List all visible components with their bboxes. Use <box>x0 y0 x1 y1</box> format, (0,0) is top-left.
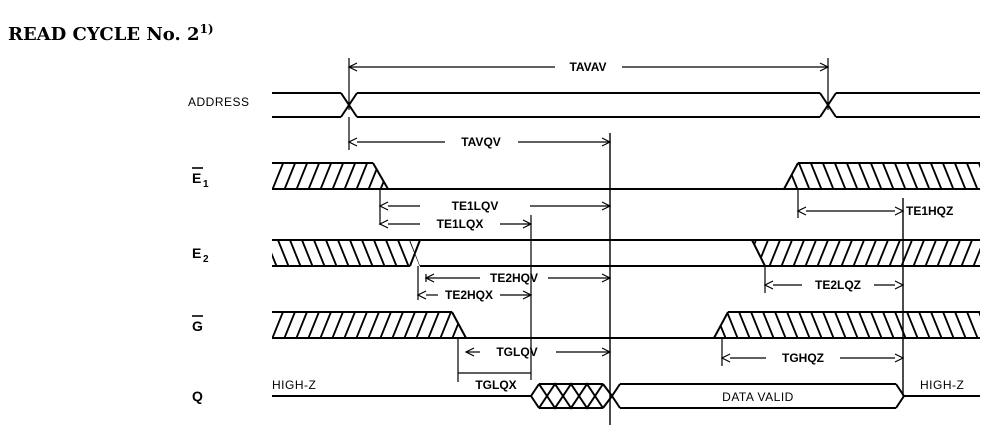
tavqv-dimension <box>347 117 612 150</box>
timing-label-te1lqv: TE1LQV <box>452 199 499 213</box>
timing-label-te1hqz: TE1HQZ <box>906 204 953 218</box>
svg-text:2: 2 <box>203 254 209 265</box>
timing-label-tghqz: TGHQZ <box>782 351 824 365</box>
e1-waveform <box>272 162 980 190</box>
svg-text:1: 1 <box>203 179 209 190</box>
signal-label-e1: E 1 <box>192 167 209 190</box>
signal-label-g: G <box>192 315 203 334</box>
timing-label-tavav: TAVAV <box>569 60 606 74</box>
tavav-dimension <box>347 58 830 110</box>
q-high-z-left: HIGH-Z <box>272 378 316 392</box>
reference-lines <box>609 133 904 425</box>
timing-label-te1lqx: TE1LQX <box>437 217 484 231</box>
e2-waveform <box>272 239 980 267</box>
timing-label-tavqv: TAVQV <box>461 135 501 149</box>
timing-label-te2hqv: TE2HQV <box>490 271 538 285</box>
te1-dimensions <box>378 189 905 380</box>
timing-label-tglqv: TGLQV <box>496 345 537 359</box>
timing-label-tglqx: TGLQX <box>475 378 516 392</box>
signal-label-q: Q <box>192 388 203 404</box>
timing-label-te2hqx: TE2HQX <box>445 288 493 302</box>
signal-label-address: ADDRESS <box>188 95 250 109</box>
svg-text:E: E <box>192 170 201 186</box>
q-high-z-right: HIGH-Z <box>920 378 964 392</box>
signal-label-e2: E 2 <box>192 245 209 265</box>
q-data-valid: DATA VALID <box>722 390 794 404</box>
diagram-title: READ CYCLE No. 21) <box>8 22 214 45</box>
svg-text:G: G <box>192 318 203 334</box>
timing-label-te2lqz: TE2LQZ <box>815 278 861 292</box>
g-waveform <box>272 311 980 339</box>
address-waveform <box>272 92 980 118</box>
q-waveform <box>272 382 980 410</box>
svg-text:E: E <box>192 245 201 261</box>
te2-dimensions <box>416 266 905 300</box>
